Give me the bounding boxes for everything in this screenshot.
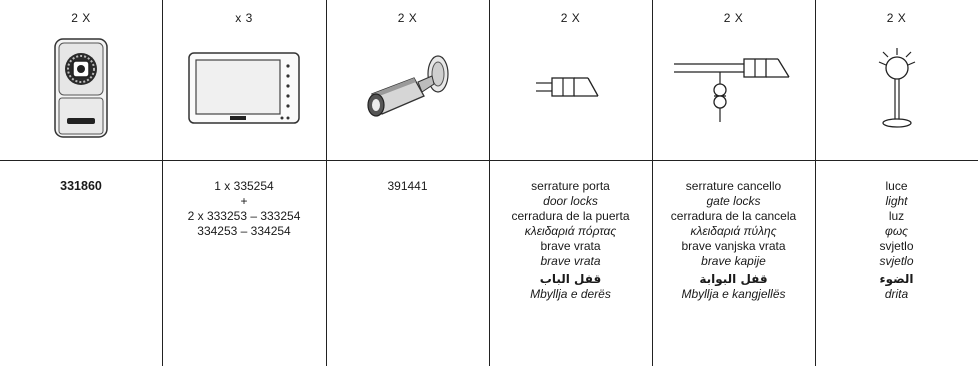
label-line: svjetlo [879, 239, 914, 253]
column-divider [652, 0, 653, 366]
column-divider [815, 0, 816, 366]
column-light: 2 X luce light luz φως svjetlo svjetlo ا… [815, 0, 978, 366]
column-gate-locks: 2 X serrature cancello gate locks cerrad… [652, 0, 815, 366]
code-line: 1 x 335254 [214, 179, 274, 193]
label-line-arabic: قفل الباب [539, 272, 602, 286]
column-divider [162, 0, 163, 366]
label-line-arabic: الضوء [879, 272, 914, 286]
column-description: serrature cancello gate locks cerradura … [652, 179, 815, 302]
label-line: φως [884, 224, 908, 238]
label-line: luce [885, 179, 908, 193]
quantity-label: 2 X [560, 11, 581, 25]
video-monitor-icon [162, 38, 326, 138]
label-line: serrature porta [531, 179, 610, 193]
column-description: luce light luz φως svjetlo svjetlo الضوء… [815, 179, 978, 302]
quantity-label: x 3 [235, 11, 253, 25]
light-lamp-symbol-icon [815, 38, 978, 138]
column-door-locks: 2 X serrature porta door locks cerradura… [489, 0, 652, 366]
column-monitor: x 3 1 x 335254 + 2 x 333253 – 333254 334… [162, 0, 326, 366]
label-line: drita [884, 287, 909, 301]
quantity-label: 2 X [397, 11, 418, 25]
label-line: brave vrata [540, 239, 601, 253]
label-line: cerradura de la cancela [670, 209, 797, 223]
quantity-label: 2 X [723, 11, 744, 25]
label-line: luz [888, 209, 905, 223]
column-description: serrature porta door locks cerradura de … [489, 179, 652, 302]
label-line: cerradura de la puerta [511, 209, 630, 223]
quantity-label: 2 X [886, 11, 907, 25]
gate-lock-symbol-icon [652, 38, 815, 138]
column-camera: 2 X 391441 [326, 0, 489, 366]
label-line: brave vanjska vrata [681, 239, 786, 253]
label-line: Mbyllja e derës [530, 287, 611, 301]
label-line: gate locks [706, 194, 761, 208]
label-line: svjetlo [879, 254, 914, 268]
label-line: door locks [543, 194, 598, 208]
quantity-label: 2 X [71, 11, 91, 25]
column-description: 391441 [326, 179, 489, 194]
column-divider [326, 0, 327, 366]
security-camera-icon [326, 38, 489, 138]
column-divider [489, 0, 490, 366]
column-description: 331860 [0, 179, 162, 194]
door-lock-symbol-icon [489, 38, 652, 138]
code-line: + [240, 194, 248, 208]
code-line: 2 x 333253 – 333254 [187, 209, 301, 223]
label-line: κλειδαριά πύλης [690, 224, 777, 238]
label-line: serrature cancello [685, 179, 782, 193]
label-line: Mbyllja e kangjellës [681, 287, 786, 301]
door-entry-panel-icon [0, 38, 162, 138]
product-code: 331860 [60, 179, 102, 193]
label-line: light [885, 194, 908, 208]
column-description: 1 x 335254 + 2 x 333253 – 333254 334253 … [162, 179, 326, 239]
label-line: brave vrata [540, 254, 601, 268]
product-code: 391441 [387, 179, 428, 193]
label-line: brave kapije [701, 254, 766, 268]
row-divider [0, 160, 978, 161]
label-line: κλειδαριά πόρτας [524, 224, 617, 238]
code-line: 334253 – 334254 [197, 224, 291, 238]
column-door-panel: 2 X 331860 [0, 0, 162, 366]
label-line-arabic: قفل البوابة [699, 272, 768, 286]
